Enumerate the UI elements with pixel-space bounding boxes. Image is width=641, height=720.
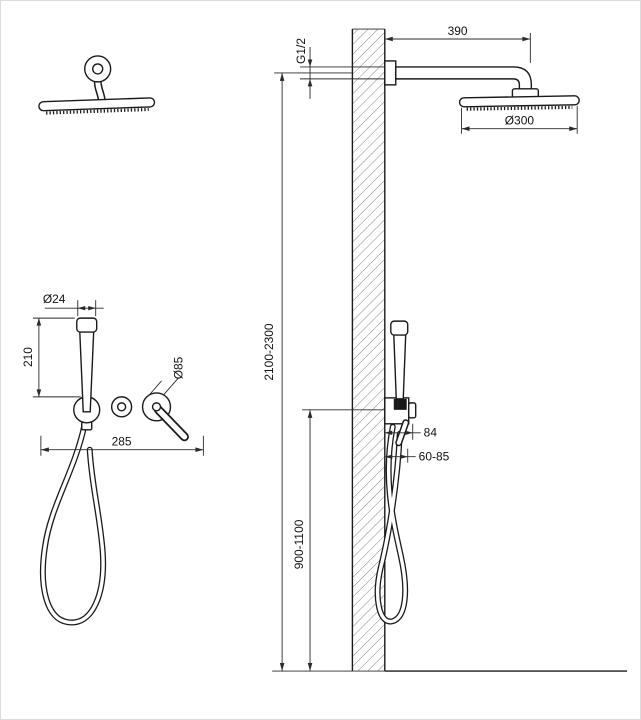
dim-install-height: 2100-2300	[262, 72, 352, 672]
arrow-icon	[384, 430, 393, 435]
dim-head-diameter-label: Ø300	[505, 114, 535, 128]
arrow-icon	[279, 72, 285, 81]
arrow-icon	[88, 305, 96, 311]
arrow-icon	[384, 454, 393, 459]
rain-head-plate-side	[458, 95, 580, 108]
dim-hand-shower-offset: 84	[384, 423, 438, 440]
arrow-icon	[40, 447, 49, 453]
wall-flange-side	[384, 60, 397, 86]
wall-section	[351, 28, 386, 672]
arrow-icon	[569, 126, 578, 132]
dim-hand-shower-length-label: 210	[21, 347, 35, 367]
valve-cap-side	[408, 402, 417, 419]
dim-arm-length-label: 390	[448, 24, 468, 38]
arrow-icon	[279, 663, 285, 672]
hand-shower-trim-front-view	[39, 317, 189, 626]
dimensions: 390 G1/2 Ø300 2100-2300	[21, 24, 578, 672]
arrow-icon	[36, 318, 42, 326]
dim-head-diameter: Ø300	[461, 105, 578, 134]
dim-thread-size: G1/2	[294, 38, 385, 99]
hand-shower-handle-side	[393, 333, 407, 400]
dim-hand-shower-height-label: 900-1100	[292, 519, 306, 569]
dim-hand-shower-height: 900-1100	[292, 409, 385, 672]
dim-valve-projection-label: 60-85	[419, 450, 450, 464]
overhead-shower-side-view	[384, 60, 580, 111]
hand-shower-side-view	[374, 320, 417, 625]
overhead-shower-front-view	[38, 55, 156, 115]
arrow-icon	[405, 430, 413, 435]
arrow-icon	[461, 126, 470, 132]
arrow-icon	[384, 36, 393, 42]
dim-trim-diameter: Ø85	[147, 356, 185, 398]
dim-valve-projection: 60-85	[384, 448, 450, 464]
shower-arm-side	[395, 66, 533, 92]
arrow-icon	[307, 663, 313, 672]
dim-hand-shower-diameter: Ø24	[43, 292, 104, 317]
dim-trim-width-label: 285	[112, 435, 132, 449]
arrow-icon	[522, 36, 531, 42]
arrow-icon	[307, 409, 313, 418]
rain-head-nozzles-side	[466, 105, 573, 111]
dim-hand-shower-offset-label: 84	[424, 426, 438, 440]
dim-hand-shower-length: 210	[21, 317, 81, 398]
rain-head-nozzles-front	[46, 107, 149, 115]
hand-shower-head-side	[390, 320, 409, 336]
dim-install-height-label: 2100-2300	[262, 323, 276, 381]
dim-thread-label: G1/2	[294, 38, 308, 64]
arrow-icon	[307, 59, 313, 67]
arrow-icon	[36, 389, 42, 397]
dim-trim-width: 285	[40, 435, 204, 456]
arrow-icon	[307, 78, 313, 87]
arrow-icon	[400, 454, 408, 459]
arrow-icon	[77, 305, 86, 311]
dim-trim-diameter-label: Ø85	[171, 356, 185, 379]
rain-head-plate-front	[38, 97, 156, 112]
dim-hand-shower-diameter-label: Ø24	[43, 292, 66, 306]
dim-arm-length: 390	[384, 24, 531, 63]
hand-shower-head-front	[76, 317, 98, 333]
holder-clamp	[393, 398, 407, 410]
arrow-icon	[195, 447, 204, 453]
